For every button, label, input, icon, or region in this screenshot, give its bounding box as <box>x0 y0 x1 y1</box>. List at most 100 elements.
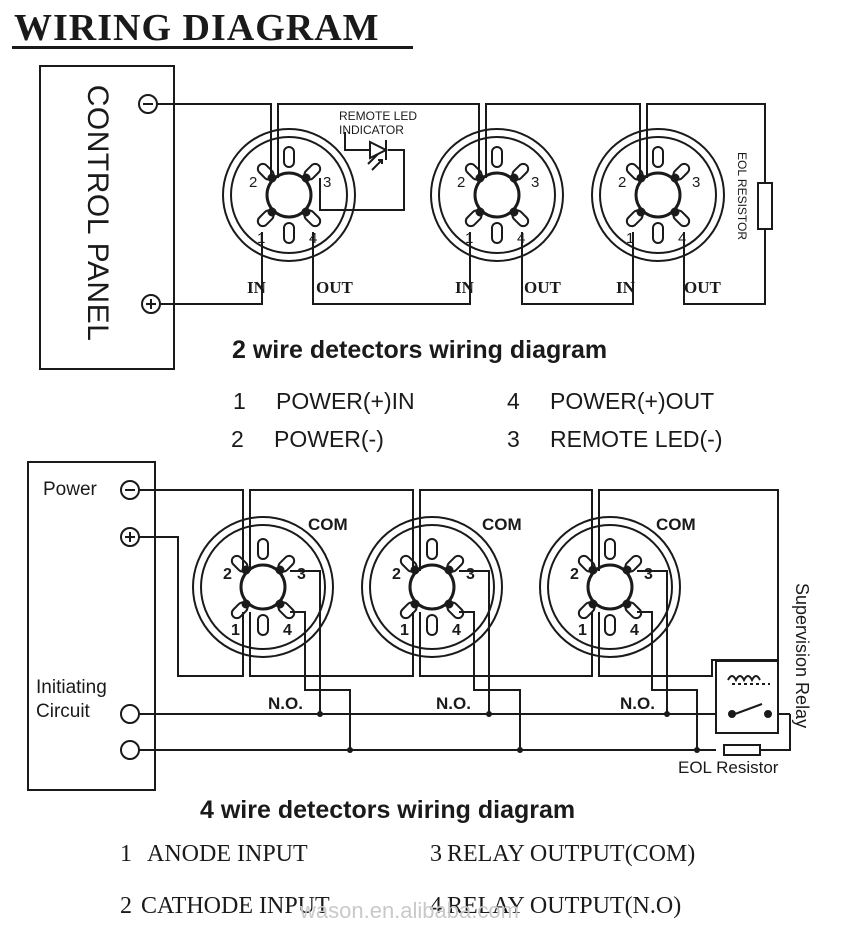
terminal-number: 3 <box>644 566 653 583</box>
wire-com-1 <box>290 570 321 714</box>
wire-led <box>319 149 405 211</box>
terminal-number: 4 <box>678 230 686 247</box>
terminal-dot <box>475 173 485 183</box>
wire-com-3 <box>637 570 668 714</box>
terminal-number: 1 <box>231 622 240 639</box>
terminal-dot <box>267 207 277 217</box>
wire-pos-1-2 <box>312 232 471 305</box>
terminal-number: 2 <box>249 174 257 191</box>
wire-neg-2-3 <box>485 103 641 178</box>
terminal-number: 4 <box>283 622 292 639</box>
terminal-dot <box>622 599 632 609</box>
legend-2w-text-1: POWER(+)IN <box>276 388 415 414</box>
legend-4w-text-1: ANODE INPUT <box>147 841 308 867</box>
terminal-dot <box>444 565 454 575</box>
four-wire-heading: 4 wire detectors wiring diagram <box>200 796 576 824</box>
terminal-dot <box>622 565 632 575</box>
detector-slot <box>491 222 503 244</box>
terminal-number: 1 <box>626 230 634 247</box>
wire-pos-2-3 <box>521 232 634 305</box>
detector-slot <box>652 146 664 168</box>
detector-slot <box>426 538 438 560</box>
detector-slot <box>283 222 295 244</box>
terminal-number: 4 <box>309 230 317 247</box>
initiating-label-line2: Circuit <box>36 701 90 722</box>
wire-neg-1-2 <box>277 103 480 178</box>
wire-com-2 <box>459 570 490 714</box>
detector-4wire-3 <box>539 516 681 658</box>
terminal-dot <box>275 565 285 575</box>
no-label-2: N.O. <box>436 694 471 713</box>
supervision-relay-box <box>715 660 779 734</box>
watermark: wason.en.alibaba.com <box>300 898 519 923</box>
legend-2w-text-2: POWER(-) <box>274 426 384 452</box>
terminal-dot <box>588 565 598 575</box>
wire-power-neg <box>139 489 244 571</box>
legend-2w-text-4: POWER(+)OUT <box>550 388 715 414</box>
terminal-dot <box>670 173 680 183</box>
legend-4w-text-4: RELAY OUTPUT(N.O) <box>447 893 682 919</box>
terminal-number: 2 <box>618 174 626 191</box>
initiating-terminal-2 <box>120 740 140 760</box>
out-label-1: OUT <box>316 278 353 297</box>
terminal-number: 1 <box>578 622 587 639</box>
terminal-number: 1 <box>257 230 265 247</box>
terminal-dot <box>475 207 485 217</box>
initiating-terminal-1 <box>120 704 140 724</box>
no-label-3: N.O. <box>620 694 655 713</box>
wire-negative-in <box>157 103 272 178</box>
detector-2wire-3 <box>591 128 725 262</box>
terminal-dot <box>509 207 519 217</box>
wire-eol-bottom <box>683 229 766 305</box>
detector-4wire-1 <box>192 516 334 658</box>
eol-resistor <box>757 182 773 230</box>
terminal-dot <box>241 565 251 575</box>
terminal-dot <box>410 565 420 575</box>
detector-slot <box>257 538 269 560</box>
terminal-dot <box>410 599 420 609</box>
detector-4wire-2 <box>361 516 503 658</box>
terminal-number: 4 <box>452 622 461 639</box>
remote-led-label-line2: INDICATOR <box>339 123 404 137</box>
detector-2wire-2 <box>430 128 564 262</box>
led-symbol <box>369 140 389 160</box>
terminal-dot <box>275 599 285 609</box>
legend-4w-num-4: 4 <box>430 893 442 919</box>
com-label-1: COM <box>308 515 348 534</box>
terminal-dot <box>636 173 646 183</box>
terminal-dot <box>267 173 277 183</box>
com-label-3: COM <box>656 515 696 534</box>
terminal-dot <box>636 207 646 217</box>
legend-2w-num-2: 2 <box>231 426 244 452</box>
out-label-2: OUT <box>524 278 561 297</box>
com-label-2: COM <box>482 515 522 534</box>
legend-2w-num-3: 3 <box>507 426 520 452</box>
legend-2w-num-1: 1 <box>233 388 246 414</box>
legend-2w-text-3: REMOTE LED(-) <box>550 426 723 452</box>
detector-slot <box>257 614 269 636</box>
initiating-label-line1: Initiating <box>36 677 107 698</box>
detector-2wire-1 <box>222 128 356 262</box>
terminal-number: 2 <box>570 566 579 583</box>
terminal-number: 3 <box>297 566 306 583</box>
supervision-relay-label: Supervision Relay <box>792 583 812 729</box>
two-wire-heading: 2 wire detectors wiring diagram <box>232 336 608 364</box>
legend-4w-num-1: 1 <box>120 841 132 867</box>
terminal-number: 3 <box>531 174 539 191</box>
detector-slot <box>426 614 438 636</box>
detector-slot <box>604 538 616 560</box>
legend-2w-num-4: 4 <box>507 388 520 414</box>
detector-terminal-group: 2 3 1 4 <box>618 146 700 247</box>
legend-4w-text-2: CATHODE INPUT <box>141 893 330 919</box>
terminal-number: 2 <box>392 566 401 583</box>
terminal-number: 3 <box>692 174 700 191</box>
detector-slot <box>491 146 503 168</box>
remote-led-label-line1: REMOTE LED <box>339 109 418 123</box>
terminal-dot <box>241 599 251 609</box>
